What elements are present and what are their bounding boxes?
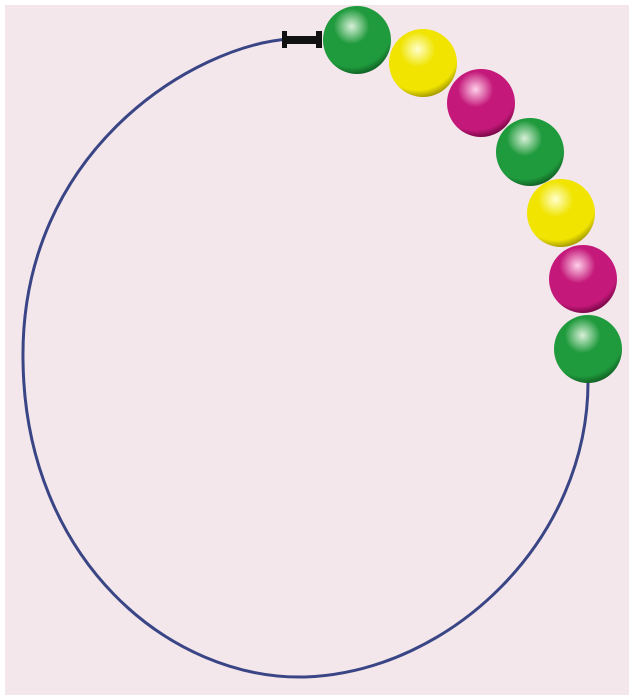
magenta-bead-icon bbox=[549, 245, 617, 313]
yellow-bead-icon bbox=[527, 179, 595, 247]
green-bead-icon bbox=[554, 315, 622, 383]
bead-group bbox=[323, 6, 622, 383]
yellow-bead-icon bbox=[389, 29, 457, 97]
clasp-icon bbox=[282, 31, 322, 48]
magenta-bead-icon bbox=[447, 69, 515, 137]
green-bead-icon bbox=[496, 118, 564, 186]
green-bead-icon bbox=[323, 6, 391, 74]
